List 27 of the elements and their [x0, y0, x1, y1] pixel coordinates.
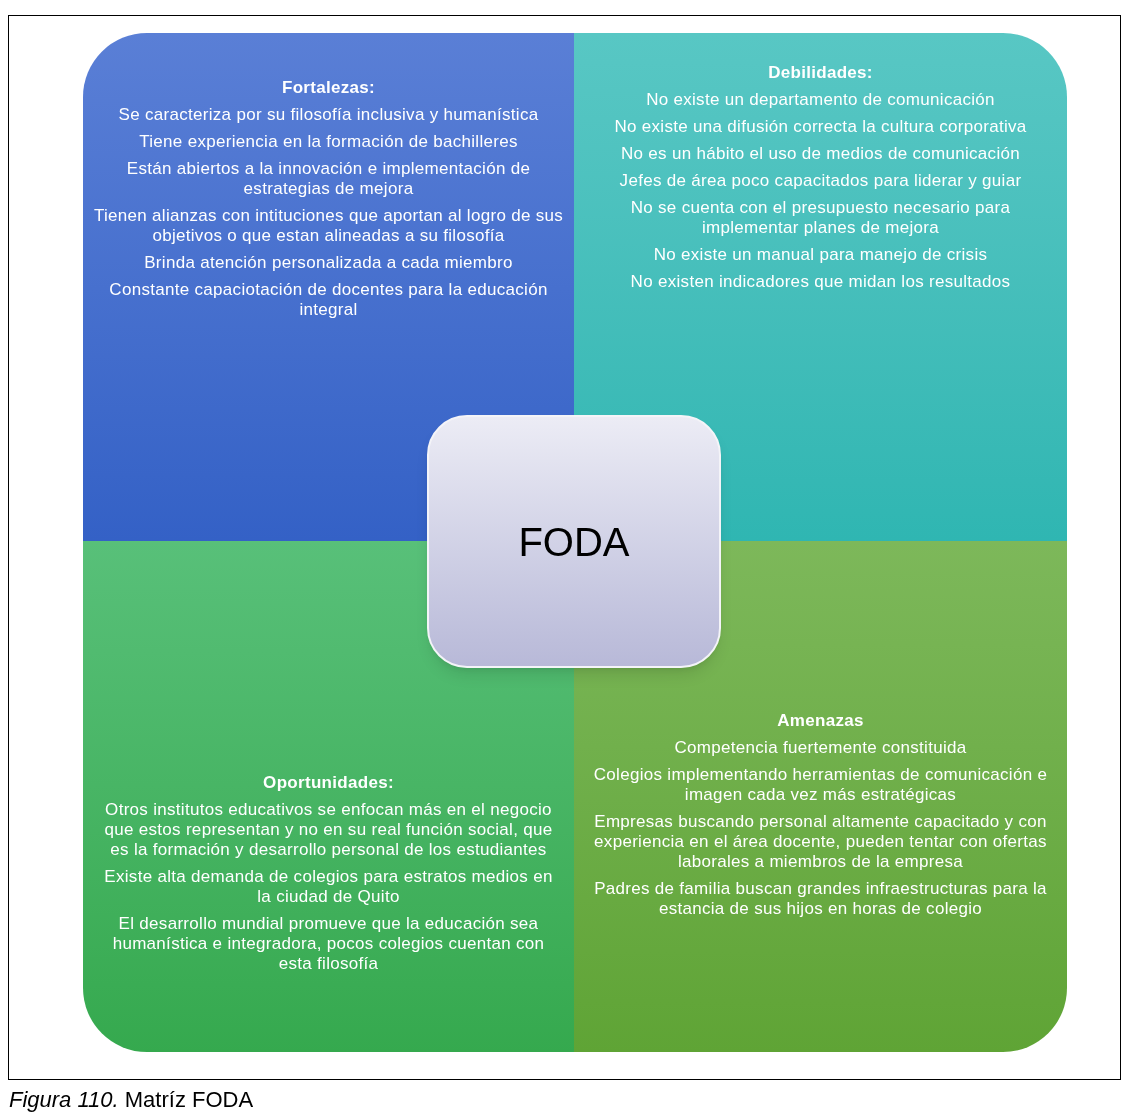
list-item-text: Otros institutos educativos se enfocan más en el negocio que estos representan y no en su real función social, que es la formación y desarrollo personal de los estudiantes	[103, 800, 554, 860]
list-item-text: Se caracteriza por su filosofía inclusiva y humanística	[117, 105, 540, 125]
center-label: FODA	[518, 518, 630, 566]
figure-caption: Figura 110. Matríz FODA	[9, 1086, 254, 1114]
list-item-text: No existe un departamento de comunicación	[645, 90, 996, 110]
list-item-text: Empresas buscando personal altamente capacitado y con experiencia en el área docente, pueden tentar con ofertas laborales a miembros de la empresa	[593, 812, 1048, 872]
list-item-text: Padres de familia buscan grandes infraestructuras para la estancia de sus hijos en horas de colegio	[593, 879, 1048, 919]
list-item-text: Constante capaciotación de docentes para la educación integral	[108, 280, 549, 320]
quadrant-heading: Oportunidades:	[262, 773, 395, 793]
list-item-text: Están abiertos a la innovación e implementación de estrategias de mejora	[125, 159, 532, 199]
list-item-text: Competencia fuertemente constituida	[673, 738, 968, 758]
list-item-text: No es un hábito el uso de medios de comunicación	[620, 144, 1021, 164]
list-item-text: Colegios implementando herramientas de comunicación e imagen cada vez más estratégicas	[592, 765, 1049, 805]
quadrant-heading: Fortalezas:	[280, 78, 377, 98]
list-item-text: Tiene experiencia en la formación de bachilleres	[138, 132, 519, 152]
list-item-text: Existe alta demanda de colegios para estratos medios en la ciudad de Quito	[103, 867, 554, 907]
list-item-text: No existen indicadores que midan los resultados	[629, 272, 1012, 292]
list-item-text: No existe una difusión correcta la cultura corporativa	[613, 117, 1028, 137]
list-item-text: Tienen alianzas con intituciones que aportan al logro de sus objetivos o que estan alineadas a su filosofía	[93, 206, 564, 246]
list-item-text: Brinda atención personalizada a cada miembro	[143, 253, 514, 273]
quadrant-heading: Amenazas	[776, 711, 865, 731]
center-box	[427, 415, 721, 668]
quadrant-heading: Debilidades:	[767, 63, 874, 83]
list-item-text: Jefes de área poco capacitados para liderar y guiar	[618, 171, 1023, 191]
list-item-text: No se cuenta con el presupuesto necesario para implementar planes de mejora	[629, 198, 1012, 238]
list-item-text: No existe un manual para manejo de crisis	[652, 245, 989, 265]
list-item-text: El desarrollo mundial promueve que la educación sea humanística e integradora, pocos colegios cuentan con esta filosofía	[111, 914, 546, 974]
